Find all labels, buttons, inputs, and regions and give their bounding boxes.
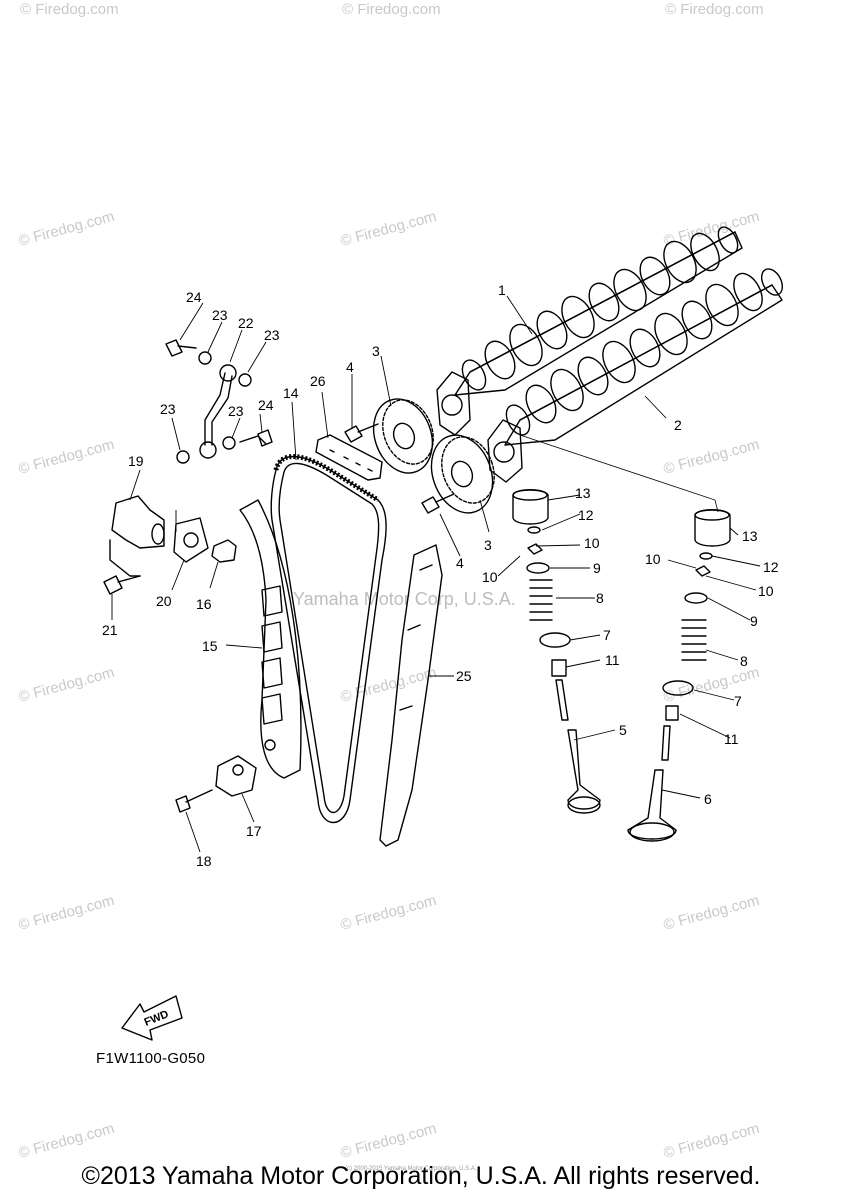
center-watermark: Yamaha Motor Corp, U.S.A. [293,589,516,609]
oil-pipe [165,339,273,464]
callout-22: 22 [238,315,254,331]
callout-4: 4 [456,555,464,571]
callout-15: 15 [202,638,218,654]
callout-9: 9 [593,560,601,576]
callout-5: 5 [619,722,627,738]
callout-14: 14 [283,385,299,401]
watermark: © Firedog.com [342,1,441,18]
callout-10: 10 [758,583,774,599]
watermark: © Firedog.com [17,436,117,478]
callout-16: 16 [196,596,212,612]
watermark: © Firedog.com [339,1120,439,1162]
callout-23: 23 [160,401,176,417]
watermark: © Firedog.com [17,892,117,934]
callout-11: 11 [724,731,739,747]
sprocket-bolt-upper [344,423,379,443]
callout-8: 8 [596,590,604,606]
figure-code: F1W1100-G050 [96,1050,206,1067]
callout-6: 6 [704,791,712,807]
callout-12: 12 [763,559,779,575]
watermark: © Firedog.com [665,1,764,18]
tiny-watermark: (c) 2000-2015 Yamaha Motor Corporation, … [345,1166,477,1172]
callout-25: 25 [456,668,472,684]
timing-chain [270,454,387,824]
callout-1: 1 [498,282,506,298]
sprocket-bolt-lower [421,493,455,514]
callout-13: 13 [742,528,758,544]
callout-19: 19 [128,453,144,469]
callout-11: 11 [605,652,620,668]
tensioner-bolt [103,575,141,595]
watermark: © Firedog.com [662,208,762,250]
callout-7: 7 [603,627,611,643]
callout-8: 8 [740,653,748,669]
callout-13: 13 [575,485,591,501]
callout-18: 18 [196,853,212,869]
watermark-layer: © Firedog.com © Firedog.com © Firedog.co… [17,1,764,1172]
callout-10: 10 [645,551,661,567]
watermark: © Firedog.com [339,664,439,706]
watermark: © Firedog.com [17,208,117,250]
callout-layer: 1 2 3 3 4 4 5 6 7 7 8 8 9 9 10 10 10 10 … [102,282,779,869]
tensioner-guide [239,499,302,779]
chain-guide-rear [379,544,443,847]
watermark: © Firedog.com [662,892,762,934]
callout-3: 3 [372,343,380,359]
tensioner-gasket [173,517,209,563]
valve-assembly-left [512,489,601,814]
callout-24: 24 [186,289,202,305]
guide-holder [215,755,257,797]
watermark: © Firedog.com [17,664,117,706]
watermark: © Firedog.com [20,1,119,18]
watermark: © Firedog.com [662,436,762,478]
callout-10: 10 [584,535,600,551]
callout-23: 23 [228,403,244,419]
leader-lines [111,295,761,853]
callout-23: 23 [212,307,228,323]
callout-23: 23 [264,327,280,343]
camshaft-2 [487,268,784,483]
callout-9: 9 [750,613,758,629]
valve-assembly-right [627,509,731,842]
watermark: © Firedog.com [662,1120,762,1162]
callout-26: 26 [310,373,326,389]
watermark: © Firedog.com [17,1120,117,1162]
callout-10: 10 [482,569,498,585]
callout-21: 21 [102,622,118,638]
callout-17: 17 [246,823,262,839]
callout-2: 2 [674,417,682,433]
callout-20: 20 [156,593,172,609]
watermark: © Firedog.com [339,892,439,934]
callout-12: 12 [578,507,594,523]
callout-24: 24 [258,397,274,413]
callout-4: 4 [346,359,354,375]
fwd-arrow-icon: FWD [121,995,183,1041]
callout-3: 3 [484,537,492,553]
cam-sprocket-upper [372,398,434,474]
copyright-notice: ©2013 Yamaha Motor Corporation, U.S.A. A… [81,1162,761,1190]
watermark: © Firedog.com [662,664,762,706]
chain-tensioner [109,495,165,577]
cam-sprocket-lower [430,434,495,514]
callout-7: 7 [734,693,742,709]
holder-bolt [175,789,213,813]
guide-stopper [211,539,237,563]
chain-guide-top [315,434,383,481]
camshaft-1 [436,226,743,436]
watermark: © Firedog.com [339,208,439,250]
